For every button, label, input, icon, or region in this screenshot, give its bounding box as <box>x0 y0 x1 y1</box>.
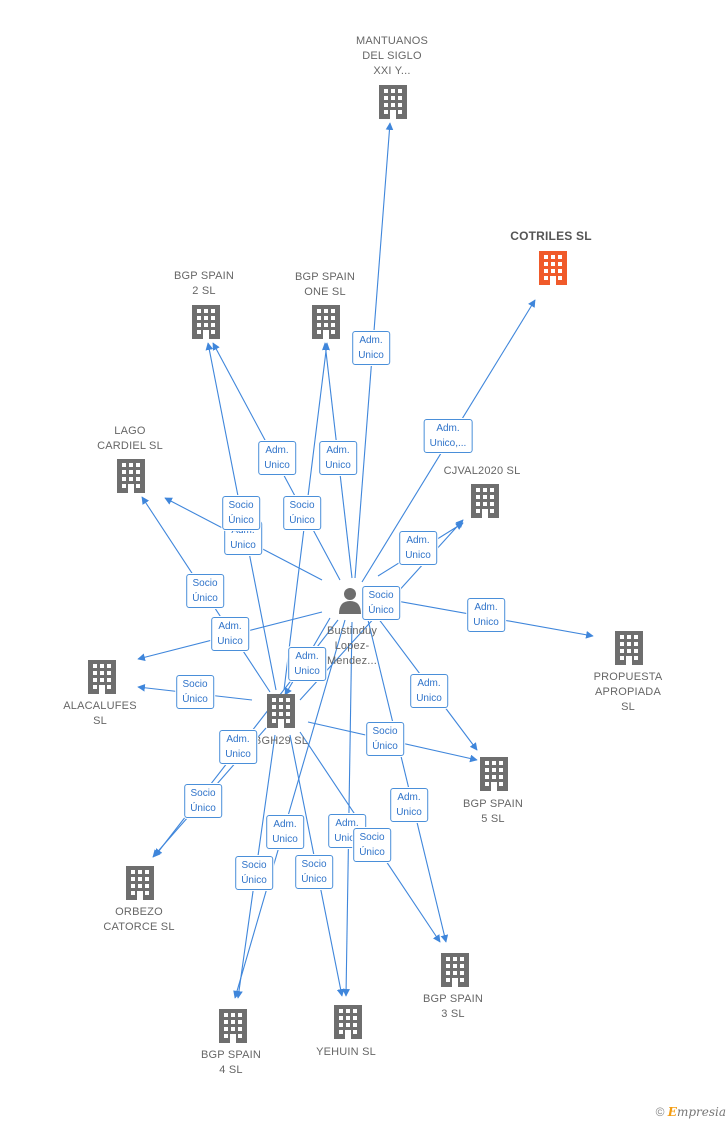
edge-label-adm-cjval[interactable]: Adm. Unico <box>399 531 437 565</box>
edge-label-adm-bgp2[interactable]: Adm. Unico <box>258 441 296 475</box>
node-mantuanos-label[interactable]: MANTUANOS DEL SIGLO XXI Y... <box>355 35 429 77</box>
edge-label-adm-mantuanos[interactable]: Adm. Unico <box>352 331 390 365</box>
building-icon <box>379 85 407 119</box>
edge-label-adm-bgp4[interactable]: Adm. Unico <box>266 815 304 849</box>
building-icon <box>480 757 508 791</box>
edge-label-socio-bgp3[interactable]: Socio Único <box>353 828 391 862</box>
edge-label-socio-bgpone[interactable]: Socio Único <box>283 496 321 530</box>
copyright-icon: © <box>655 1105 665 1119</box>
building-icon <box>615 631 643 665</box>
node-bgp5-label[interactable]: BGP SPAIN 5 SL <box>462 798 524 825</box>
edge-person-yehuin <box>342 621 353 997</box>
node-cotriles-label[interactable]: COTRILES SL <box>510 229 592 243</box>
node-alacalufes-label[interactable]: ALACALUFES SL <box>63 700 137 727</box>
building-icon <box>192 305 220 339</box>
node-bgp4-label[interactable]: BGP SPAIN 4 SL <box>200 1049 262 1076</box>
building-icon <box>334 1005 362 1039</box>
node-bgh29-label[interactable]: BGH29 SL <box>253 735 309 747</box>
node-orbezo-label[interactable]: ORBEZO CATORCE SL <box>103 906 175 933</box>
node-person-label[interactable]: Bustinduy Lopez- Mendez... <box>326 625 378 667</box>
edge-label-adm-bgpone[interactable]: Adm. Unico <box>319 441 357 475</box>
edge-label-adm-lago[interactable]: Adm. Unico <box>211 617 249 651</box>
node-bgp2-label[interactable]: BGP SPAIN 2 SL <box>173 270 235 297</box>
edge-label-adm-bgh29[interactable]: Adm. Unico <box>288 647 326 681</box>
edge-label-adm-cotriles[interactable]: Adm. Unico,... <box>423 419 473 453</box>
node-cjval-label[interactable]: CJVAL2020 SL <box>443 465 521 477</box>
building-icon <box>126 866 154 900</box>
edge-label-socio-bgp4[interactable]: Socio Único <box>235 856 273 890</box>
edge-person-bgp3 <box>367 619 449 943</box>
edge-label-socio-bgp5[interactable]: Socio Único <box>366 722 404 756</box>
edge-label-socio-orbezo[interactable]: Socio Único <box>184 784 222 818</box>
building-icon <box>441 953 469 987</box>
building-icon <box>539 251 567 285</box>
building-icon <box>219 1009 247 1043</box>
node-bgpone-label[interactable]: BGP SPAIN ONE SL <box>294 271 356 298</box>
edge-person-bgp4 <box>233 619 346 999</box>
building-icon <box>117 459 145 493</box>
edge-label-socio-yehuin[interactable]: Socio Único <box>295 855 333 889</box>
building-icon <box>267 694 295 728</box>
edge-label-adm-bgp5[interactable]: Adm. Unico <box>410 674 448 708</box>
edge-label-socio-lago[interactable]: Socio Único <box>186 574 224 608</box>
footer-brand[interactable]: © Empresia <box>656 1105 726 1119</box>
edge-label-adm-bgp3[interactable]: Adm. Unico <box>390 788 428 822</box>
building-icon <box>88 660 116 694</box>
edge-label-socio-cjval[interactable]: Socio Único <box>362 586 400 620</box>
edge-label-adm-propuesta[interactable]: Adm. Unico <box>467 598 505 632</box>
node-bgp3-label[interactable]: BGP SPAIN 3 SL <box>422 993 484 1020</box>
edge-label-socio-alacalufes[interactable]: Socio Único <box>176 675 214 709</box>
edges <box>137 122 594 999</box>
building-icon <box>471 484 499 518</box>
empresia-logo: Empresia <box>667 1105 726 1119</box>
node-lago-label[interactable]: LAGO CARDIEL SL <box>97 425 163 452</box>
node-propuesta-label[interactable]: PROPUESTA APROPIADA SL <box>593 671 663 713</box>
person-icon <box>339 588 361 614</box>
edge-label-socio-bgp2[interactable]: Socio Único <box>222 496 260 530</box>
building-icon <box>312 305 340 339</box>
edge-label-adm-orbezo[interactable]: Adm. Unico <box>219 730 257 764</box>
nodes <box>88 85 643 1043</box>
node-yehuin-label[interactable]: YEHUIN SL <box>316 1046 376 1058</box>
